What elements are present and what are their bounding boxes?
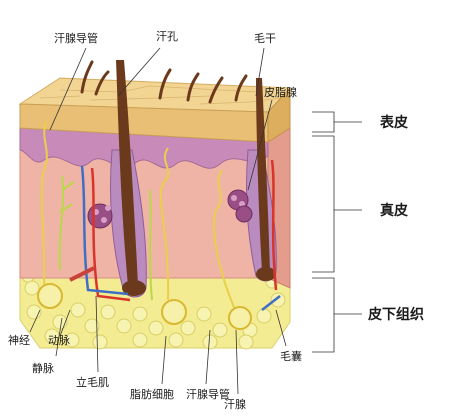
- hair-bulb-right: [256, 267, 276, 281]
- skin-block: [18, 60, 292, 350]
- sweat-ducts: [40, 121, 237, 313]
- surface-hairs: [80, 60, 248, 104]
- label-vein: 静脉: [32, 361, 54, 375]
- leader-lines: [29, 47, 362, 395]
- sebaceous-gland-right: [227, 189, 253, 223]
- nerves: [58, 175, 153, 301]
- veins: [80, 165, 281, 311]
- sweat-gland-coils: [37, 283, 252, 330]
- hair-shaft-right: [256, 78, 270, 272]
- label-subcutaneous: 皮下组织: [367, 306, 424, 323]
- arteries: [90, 159, 278, 302]
- label-hair-follicle: 毛囊: [280, 349, 302, 363]
- label-dermis: 真皮: [380, 202, 408, 219]
- epidermis-side: [267, 86, 291, 143]
- hair-shaft-left: [116, 60, 138, 286]
- label-hair-shaft: 毛干: [254, 32, 276, 45]
- label-nerve: 神经: [8, 333, 30, 347]
- label-capillary: 立毛肌: [76, 375, 109, 389]
- label-sebaceous-gland: 皮脂腺: [264, 85, 297, 99]
- hair-bulb-left: [122, 280, 146, 296]
- label-epidermis: 表皮: [379, 114, 408, 131]
- label-sweat-duct-top: 汗腺导管: [54, 31, 98, 45]
- label-sweat-duct-bottom: 汗腺导管: [186, 387, 230, 401]
- layer-labels: 表皮 真皮 皮下组织: [367, 114, 424, 323]
- label-fat-cell: 脂肪细胞: [130, 387, 174, 401]
- sebaceous-gland-left: [87, 203, 113, 229]
- label-artery: 动脉: [48, 333, 70, 347]
- label-sweat-gland: 汗腺: [224, 397, 246, 411]
- arrector-pili-muscle: [69, 266, 95, 282]
- label-pore: 汗孔: [156, 30, 178, 43]
- structure-labels: 汗腺导管 汗孔 毛干 皮脂腺 神经 动脉 静脉 立毛肌 脂肪细胞 汗腺导管 汗腺…: [8, 30, 302, 411]
